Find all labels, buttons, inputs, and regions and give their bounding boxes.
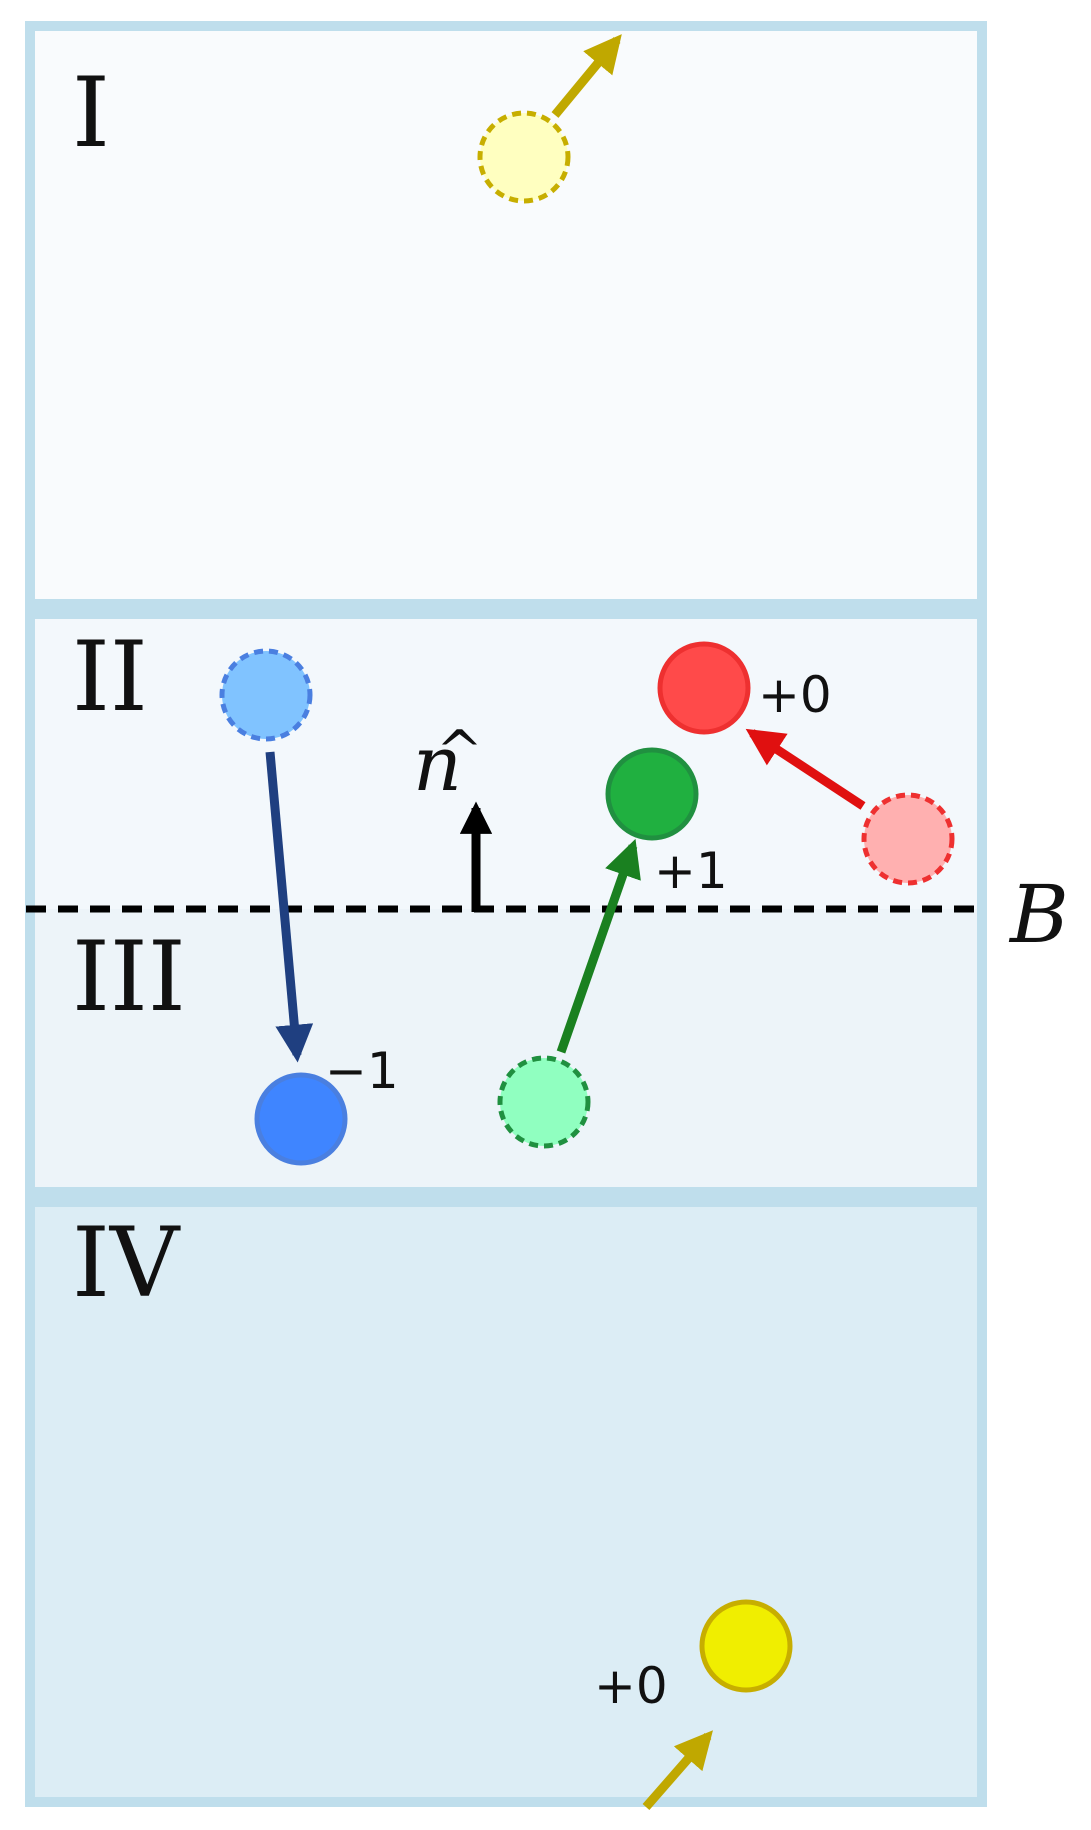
normal-label: n (413, 719, 462, 808)
green-particle (608, 750, 696, 838)
yellow-charge-label: +0 (594, 1657, 668, 1715)
red-particle (660, 644, 748, 732)
region-label-IV: IV (72, 1207, 181, 1319)
blue-charge-label: −1 (325, 1042, 399, 1100)
red-particle-ghost (864, 795, 952, 883)
yellow-particle-ghost-outline (477, 110, 571, 204)
region-II-III-border (25, 609, 987, 1197)
green-particle-ghost (500, 1058, 588, 1146)
region-IV (30, 1202, 982, 1802)
green-particle-ghost-outline (497, 1055, 591, 1149)
yellow-particle-ghost (480, 113, 568, 201)
region-label-III: III (72, 921, 186, 1033)
region-III-shade (35, 909, 977, 1187)
green-particle-outline (605, 747, 699, 841)
blue-particle (257, 1075, 345, 1163)
red-arrow (745, 728, 866, 810)
normal-hat: ^ (436, 719, 483, 784)
blue-particle-ghost-outline (219, 648, 313, 742)
region-I (30, 26, 982, 604)
green-charge-label: +1 (654, 842, 728, 900)
region-IV-border (25, 1197, 987, 1807)
boundary-label: B (1008, 868, 1069, 961)
yellow-particle (702, 1602, 790, 1690)
red-charge-label: +0 (758, 666, 832, 724)
yellow-enter-arrow (642, 1730, 713, 1810)
yellow-particle-outline (699, 1599, 793, 1693)
red-particle-ghost-outline (861, 792, 955, 886)
region-label-II: II (72, 621, 148, 733)
blue-particle-ghost (222, 651, 310, 739)
region-label-I: I (72, 57, 110, 169)
green-arrow (556, 838, 641, 1054)
blue-arrow (265, 751, 314, 1063)
blue-particle-outline (254, 1072, 348, 1166)
red-particle-outline (657, 641, 751, 735)
yellow-exit-arrow (551, 34, 622, 118)
region-I-border (25, 21, 987, 609)
